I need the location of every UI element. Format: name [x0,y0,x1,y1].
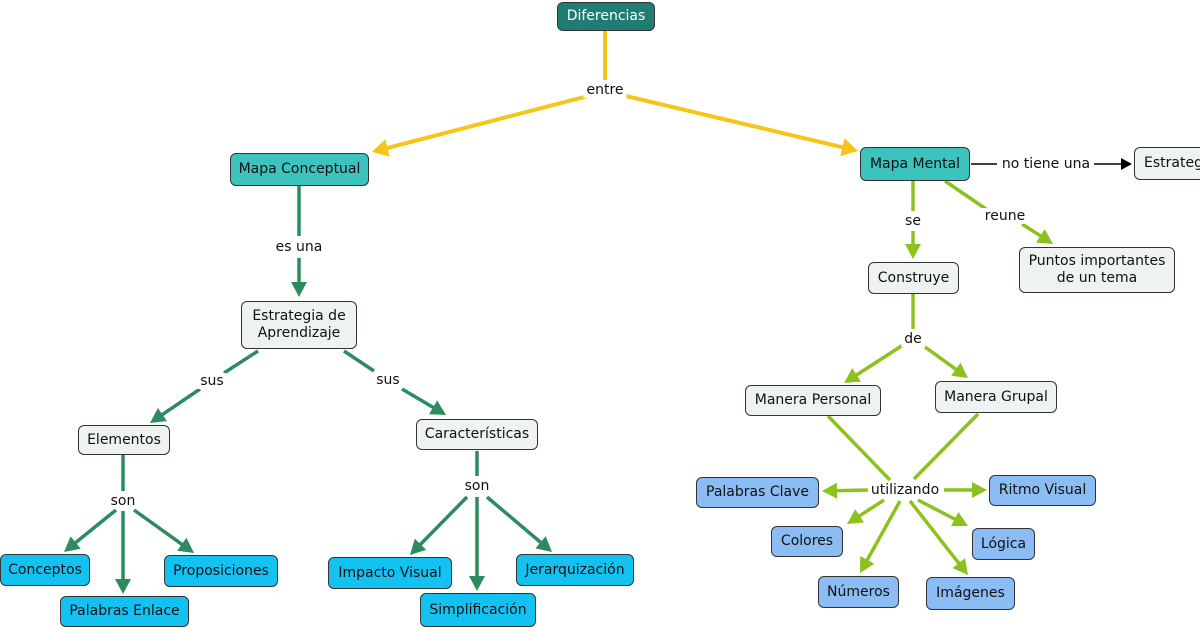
edge-sus-right-caracteristicas-arrowhead [429,400,446,415]
edge-utilizando-palabras-clave [834,488,869,493]
edge-son-proposiciones-arrowhead [177,537,194,553]
node-conceptos[interactable]: Conceptos [0,554,90,586]
edge-manera-grupal-utilizando [912,412,980,481]
node-manera-grupal[interactable]: Manera Grupal [935,381,1057,413]
edge-de-manera-grupal-arrowhead [951,362,968,378]
edge-sus-left-elementos-arrowhead [150,407,167,423]
edge-utilizando-imagenes [908,499,962,567]
node-diferencias[interactable]: Diferencias [557,2,655,31]
edge-utilizando-imagenes-arrowhead [952,558,968,575]
edge-entre-mapa-conceptual [384,94,589,151]
edge-son-palabras-enlace-arrowhead [115,579,131,594]
node-proposiciones[interactable]: Proposiciones [164,555,278,587]
edge-son-proposiciones [132,508,185,547]
node-puntos-importantes[interactable]: Puntos importantes de un tema [1019,247,1175,293]
edge-utilizando-colores [856,498,885,519]
edge-utilizando-logica [917,498,958,522]
edge-utilizando-logica-arrowhead [951,511,968,527]
link-label-son-right: son [461,478,493,494]
edge-son-jerarquizacion [485,495,544,546]
link-label-entre: entre [583,82,627,98]
node-estrategia-aprendizaje[interactable]: Estrategia de Aprendizaje [241,301,357,349]
edge-entre-mapa-mental [625,94,846,150]
edge-reune-puntos [1021,222,1044,239]
edge-estrategia-sus-left [223,349,259,375]
link-label-son-left: son [107,493,139,509]
edge-manera-personal-utilizando [826,414,892,482]
edge-utilizando-numeros-arrowhead [860,556,875,573]
node-caracteristicas[interactable]: Características [416,419,538,450]
node-mapa-conceptual[interactable]: Mapa Conceptual [230,153,369,186]
edge-se-construye-arrowhead [905,244,921,259]
edge-estrategia-sus-right [343,349,375,373]
node-ritmo-visual[interactable]: Ritmo Visual [989,475,1096,506]
edge-son-impacto-visual-arrowhead [410,538,427,555]
link-label-sus-right: sus [373,372,403,388]
node-manera-personal[interactable]: Manera Personal [745,385,881,416]
edge-utilizando-palabras-clave-arrowhead [822,482,838,499]
node-numeros[interactable]: Números [818,576,899,608]
link-label-de: de [901,331,925,347]
edge-de-manera-personal-arrowhead [844,368,861,383]
node-mapa-mental[interactable]: Mapa Mental [860,147,970,181]
link-label-utilizando: utilizando [867,482,943,498]
node-estrategia-cut[interactable]: Estrateg [1134,147,1200,180]
link-label-no-tiene: no tiene una [998,156,1094,172]
node-colores[interactable]: Colores [771,526,843,557]
edge-utilizando-ritmo-visual-arrowhead [972,482,987,498]
link-label-es-una: es una [272,239,326,255]
node-simplificacion[interactable]: Simplificación [420,593,536,627]
node-impacto-visual[interactable]: Impacto Visual [328,557,452,589]
node-construye[interactable]: Construye [868,262,959,294]
edge-no-tiene-estrategia-arrowhead [1121,158,1132,170]
link-label-reune: reune [981,208,1029,224]
edge-son-conceptos-arrowhead [64,536,81,552]
edge-mapa-mental-reune [944,179,987,211]
node-palabras-clave[interactable]: Palabras Clave [696,477,819,508]
node-palabras-enlace[interactable]: Palabras Enlace [60,596,189,627]
edge-entre-mapa-conceptual-arrowhead [372,139,390,157]
node-jerarquizacion[interactable]: Jerarquización [516,554,634,586]
link-label-se: se [902,213,924,229]
node-imagenes[interactable]: Imágenes [926,577,1015,610]
edge-sus-left-elementos [159,387,201,418]
edge-es-una-estrategia-arrowhead [291,282,307,297]
node-logica[interactable]: Lógica [972,528,1035,560]
edge-son-simplificacion-arrowhead [469,576,485,591]
edge-sus-right-caracteristicas [401,387,436,411]
edge-utilizando-colores-arrowhead [847,509,864,524]
edge-reune-puntos-arrowhead [1036,229,1053,244]
link-label-sus-left: sus [197,373,227,389]
edge-de-manera-personal [853,343,904,378]
edge-entre-mapa-mental-arrowhead [840,138,858,157]
edge-son-conceptos [72,508,118,546]
edge-de-manera-grupal [923,345,959,372]
edge-son-impacto-visual [417,495,469,548]
edge-son-jerarquizacion-arrowhead [535,536,552,552]
edge-utilizando-numeros [864,500,902,563]
node-elementos[interactable]: Elementos [78,425,170,455]
